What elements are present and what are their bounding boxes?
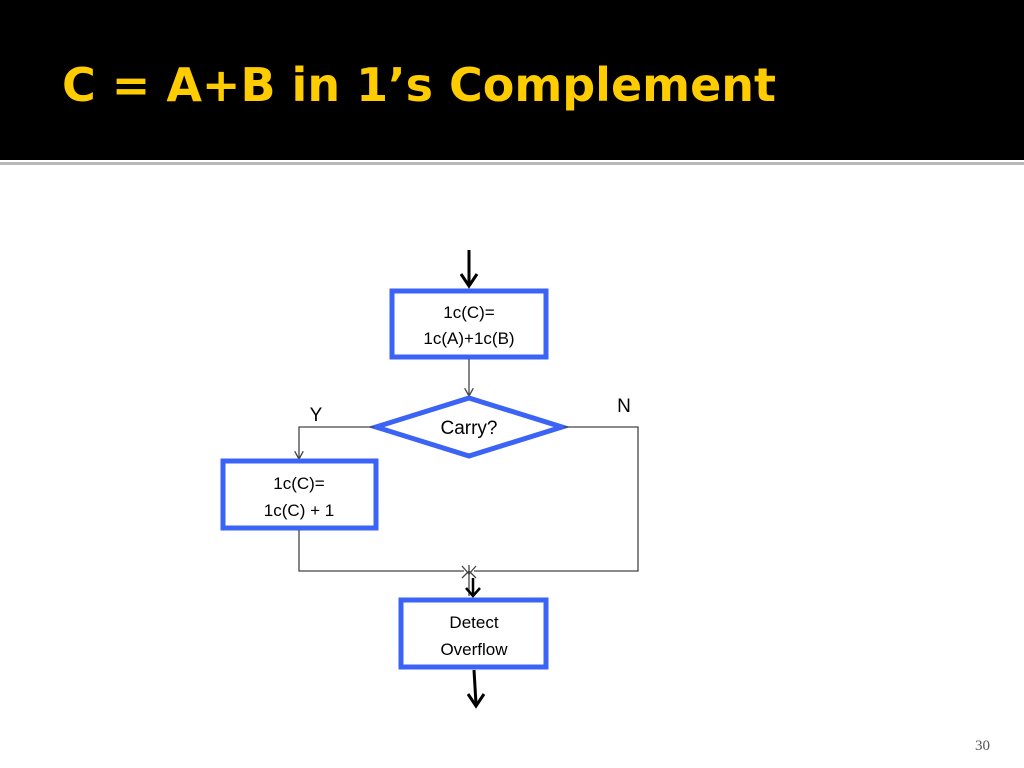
add-one-line1: 1c(C)= xyxy=(273,474,325,493)
merge-arrow xyxy=(461,565,481,598)
title-divider xyxy=(0,162,1024,165)
carry-decision-label: Carry? xyxy=(440,418,497,439)
compute-sum-line2: 1c(A)+1c(B) xyxy=(423,329,514,348)
compute-sum-line1: 1c(C)= xyxy=(443,303,495,322)
no-label: N xyxy=(617,396,631,417)
entry-arrow xyxy=(459,250,479,289)
detect-overflow-line1: Detect xyxy=(449,613,498,632)
add-one-line2: 1c(C) + 1 xyxy=(264,501,334,520)
carry-decision: Carry? xyxy=(367,395,571,459)
detect-overflow-line2: Overflow xyxy=(440,640,508,659)
page-number: 30 xyxy=(975,738,990,754)
slide-title: C = A+B in 1’s Complement xyxy=(62,58,777,112)
title-bar xyxy=(0,0,1024,160)
exit-arrow xyxy=(466,669,486,709)
add-one-box: 1c(C)= 1c(C) + 1 xyxy=(220,458,379,531)
yes-label: Y xyxy=(310,405,323,426)
compute-sum-box: 1c(C)= 1c(A)+1c(B) xyxy=(389,288,549,360)
connector-add-one-to-merge xyxy=(298,530,464,572)
connector-yes-branch xyxy=(299,426,374,459)
detect-overflow-box: Detect Overflow xyxy=(398,597,549,670)
connector-no-branch xyxy=(474,426,639,572)
